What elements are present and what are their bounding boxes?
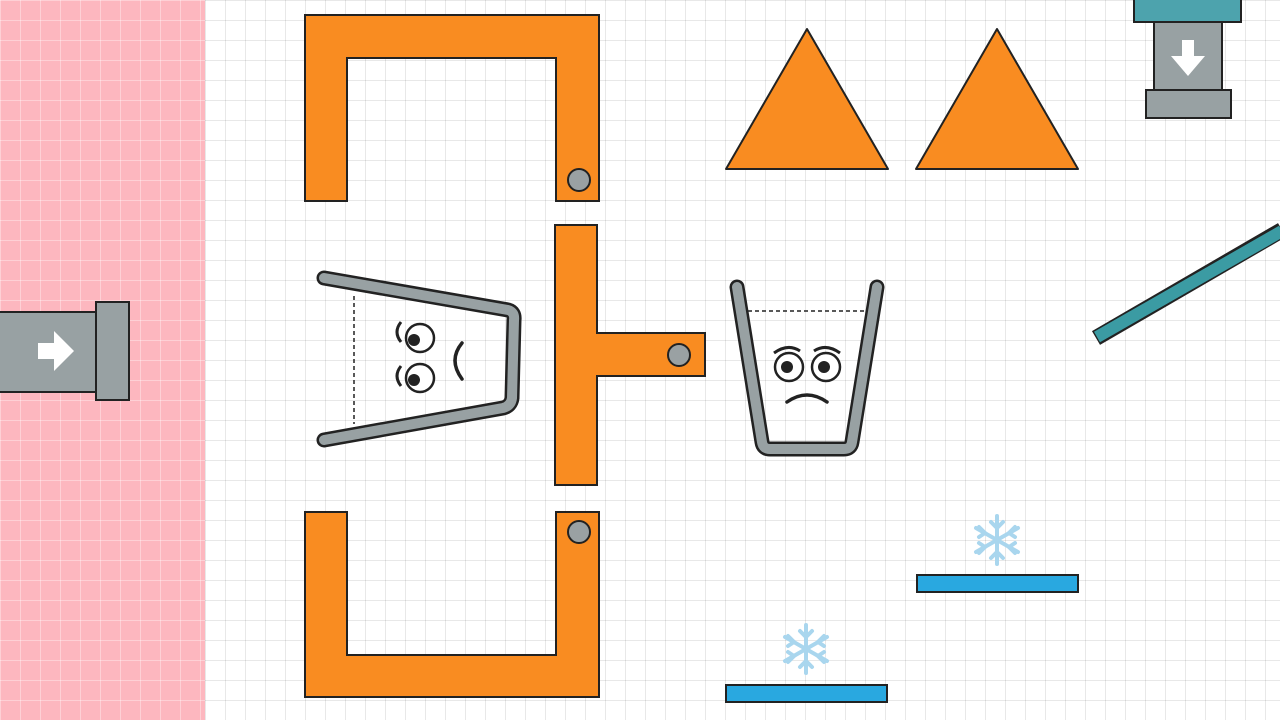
dispenser-cap (1133, 0, 1242, 23)
teal-ramp[interactable] (1091, 223, 1280, 345)
snowflake-icon (783, 623, 829, 675)
water-dispenser-right (0, 301, 130, 401)
dispenser-nozzle (95, 301, 130, 401)
orange-bracket-bottom[interactable] (304, 511, 600, 698)
tilted-glass-character (316, 270, 522, 448)
orange-bracket-top[interactable] (304, 14, 600, 202)
ice-platform-upper[interactable] (916, 574, 1079, 593)
pivot-pin-middle[interactable] (667, 343, 691, 367)
glass-face-right (773, 346, 842, 404)
snowflake-icon (974, 514, 1020, 566)
orange-triangle-right[interactable] (915, 28, 1079, 170)
down-arrow-icon (1171, 40, 1205, 76)
upright-glass-character (729, 279, 885, 457)
pivot-pin-top[interactable] (567, 168, 591, 192)
ice-platform-lower[interactable] (725, 684, 888, 703)
water-dispenser-down (1133, 0, 1242, 119)
right-arrow-icon (38, 331, 74, 371)
orange-triangle-left[interactable] (725, 28, 889, 170)
orange-t-block[interactable] (554, 224, 706, 486)
dispenser-nozzle-vertical (1145, 89, 1232, 119)
pivot-pin-bottom[interactable] (567, 520, 591, 544)
glass-face-left (395, 321, 464, 394)
